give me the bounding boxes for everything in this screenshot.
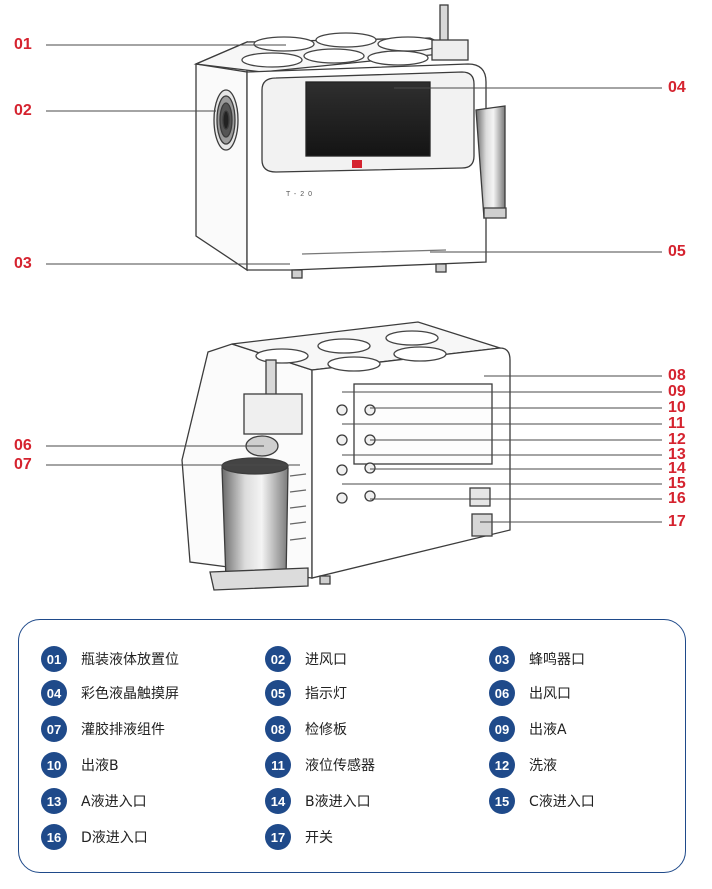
touch-screen bbox=[305, 81, 431, 157]
legend-label: A液进入口 bbox=[81, 794, 147, 810]
legend-badge: 13 bbox=[41, 788, 67, 814]
legend-label: 瓶装液体放置位 bbox=[81, 652, 179, 668]
callout-17: 17 bbox=[668, 513, 686, 530]
callout-15: 15 bbox=[668, 475, 686, 492]
legend-item: 02 进风口 bbox=[265, 646, 347, 672]
callout-14: 14 bbox=[668, 460, 686, 477]
callout-09: 09 bbox=[668, 383, 686, 400]
legend-badge: 05 bbox=[265, 680, 291, 706]
legend-badge: 04 bbox=[41, 680, 67, 706]
top-bottle-holders bbox=[241, 32, 439, 68]
legend-item: 16 D液进入口 bbox=[41, 824, 148, 850]
rear-bottle-holders bbox=[255, 330, 447, 372]
callout-11: 11 bbox=[668, 415, 685, 432]
legend-item: 07 灌胶排液组件 bbox=[41, 716, 165, 742]
callout-03: 03 bbox=[14, 255, 32, 272]
callout-04: 04 bbox=[668, 79, 686, 96]
callout-05: 05 bbox=[668, 243, 686, 260]
callout-13: 13 bbox=[668, 446, 686, 463]
legend-badge: 15 bbox=[489, 788, 515, 814]
legend-badge: 11 bbox=[265, 752, 291, 778]
drip-tray bbox=[209, 567, 309, 591]
callout-02: 02 bbox=[14, 102, 32, 119]
callout-06: 06 bbox=[14, 437, 32, 454]
legend-item: 04 彩色液晶触摸屏 bbox=[41, 680, 179, 706]
legend-badge: 17 bbox=[265, 824, 291, 850]
legend-label: 进风口 bbox=[305, 652, 347, 668]
device-illustrations: T-20 bbox=[46, 4, 662, 591]
legend-label: D液进入口 bbox=[81, 830, 148, 846]
legend-label: 指示灯 bbox=[305, 686, 347, 702]
legend-badge: 01 bbox=[41, 646, 67, 672]
indicator-strip bbox=[301, 249, 447, 255]
air-inlet-grille bbox=[213, 89, 239, 151]
legend-item: 15 C液进入口 bbox=[489, 788, 595, 814]
rear-rod bbox=[265, 359, 277, 397]
legend-item: 09 出液A bbox=[489, 716, 567, 742]
legend-item: 08 检修板 bbox=[265, 716, 347, 742]
legend-label: 开关 bbox=[305, 830, 333, 846]
legend-badge: 02 bbox=[265, 646, 291, 672]
legend-item: 11 液位传感器 bbox=[265, 752, 375, 778]
legend-label: 蜂鸣器口 bbox=[529, 652, 585, 668]
legend-label: 洗液 bbox=[529, 758, 557, 774]
front-side-panel bbox=[195, 41, 248, 272]
callout-01: 01 bbox=[14, 36, 32, 53]
legend-item: 06 出风口 bbox=[489, 680, 571, 706]
dispensing-rod bbox=[439, 4, 449, 46]
rear-view-device bbox=[181, 321, 511, 591]
legend-badge: 03 bbox=[489, 646, 515, 672]
legend-badge: 07 bbox=[41, 716, 67, 742]
rear-cup bbox=[221, 461, 289, 586]
legend-item: 05 指示灯 bbox=[265, 680, 347, 706]
legend-item: 01 瓶装液体放置位 bbox=[41, 646, 179, 672]
callout-12: 12 bbox=[668, 431, 686, 448]
legend-panel: 01 瓶装液体放置位 02 进风口 03 蜂鸣器口 04 彩色液晶触摸屏 05 … bbox=[18, 619, 686, 873]
legend-label: 出液A bbox=[529, 722, 567, 738]
dispensing-head bbox=[243, 393, 303, 435]
legend-badge: 16 bbox=[41, 824, 67, 850]
legend-label: 出液B bbox=[81, 758, 119, 774]
callout-10: 10 bbox=[668, 399, 686, 416]
legend-label: 检修板 bbox=[305, 722, 347, 738]
legend-item: 10 出液B bbox=[41, 752, 119, 778]
legend-item: 17 开关 bbox=[265, 824, 333, 850]
legend-badge: 06 bbox=[489, 680, 515, 706]
front-view-device bbox=[193, 4, 507, 279]
legend-badge: 09 bbox=[489, 716, 515, 742]
legend-item: 12 洗液 bbox=[489, 752, 557, 778]
legend-badge: 10 bbox=[41, 752, 67, 778]
legend-badge: 14 bbox=[265, 788, 291, 814]
legend-label: 液位传感器 bbox=[305, 758, 375, 774]
legend-label: B液进入口 bbox=[305, 794, 371, 810]
legend-badge: 12 bbox=[489, 752, 515, 778]
legend-item: 14 B液进入口 bbox=[265, 788, 371, 814]
legend-badge: 08 bbox=[265, 716, 291, 742]
legend-item: 03 蜂鸣器口 bbox=[489, 646, 585, 672]
legend-label: 出风口 bbox=[529, 686, 571, 702]
legend-label: 彩色液晶触摸屏 bbox=[81, 686, 179, 702]
legend-item: 13 A液进入口 bbox=[41, 788, 147, 814]
power-switch bbox=[469, 487, 491, 507]
callout-08: 08 bbox=[668, 367, 686, 384]
callout-16: 16 bbox=[668, 490, 686, 507]
legend-label: C液进入口 bbox=[529, 794, 595, 810]
logo-mark bbox=[352, 160, 362, 168]
panel-model-text: T-20 bbox=[286, 191, 316, 198]
connector-ports bbox=[336, 404, 376, 504]
power-socket bbox=[471, 513, 493, 537]
legend-label: 灌胶排液组件 bbox=[81, 722, 165, 738]
leader-lines bbox=[46, 44, 662, 523]
callout-07: 07 bbox=[14, 456, 32, 473]
